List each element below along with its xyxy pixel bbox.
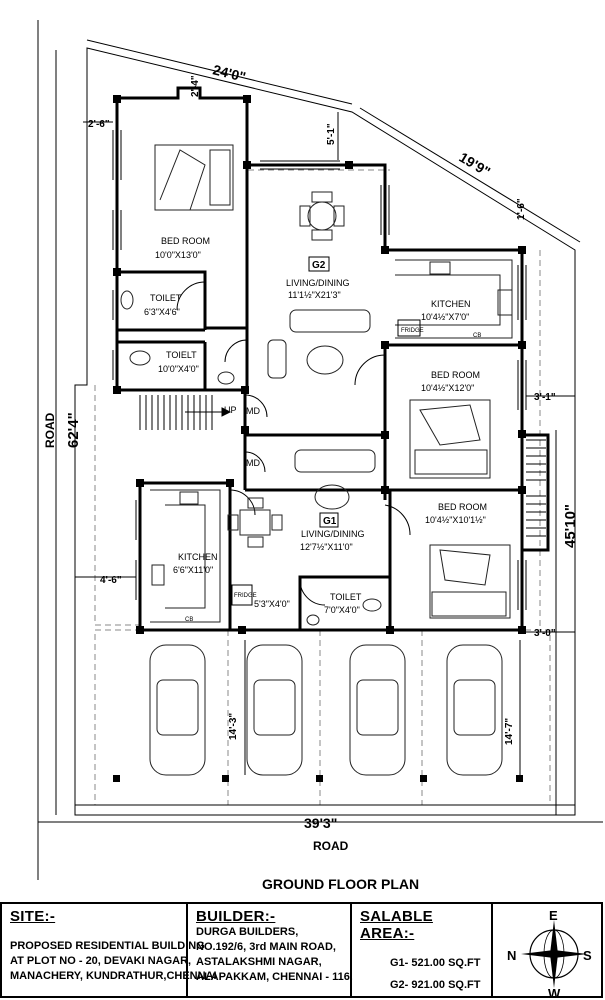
dim-parking-left: 14'-3": [228, 713, 239, 740]
car-4: [446, 644, 503, 776]
cb-label-g2: CB: [473, 333, 481, 339]
car-3: [349, 644, 406, 776]
toilet-fixtures: [120, 290, 382, 626]
dining-table-g1: [227, 497, 283, 548]
g2-badge: G2: [312, 260, 326, 271]
g1-badge: G1: [323, 516, 337, 527]
living1-name: LIVING/DINING: [301, 529, 365, 539]
fridge-box-g2: [397, 319, 421, 337]
doors: [176, 281, 411, 606]
plot-boundary: [74, 47, 576, 816]
dim-setback-left-mid: 4'-6": [100, 575, 122, 586]
kitchen2-size: 10'4½"X7'0": [421, 312, 469, 322]
dim-setback-right-mid: 3'-1": [534, 392, 556, 403]
site-heading: SITE:-: [10, 908, 56, 925]
living2-name: LIVING/DINING: [286, 278, 350, 288]
staircase: [139, 395, 232, 430]
area-heading: SALABLE AREA:-: [360, 908, 433, 942]
bed1-size: 10'0"X13'0": [155, 250, 201, 260]
fridge-label-g2: FRIDGE: [401, 328, 424, 334]
living1-size: 12'7½"X11'0": [300, 542, 353, 552]
car-1: [149, 644, 206, 776]
compass-icon: E N S W: [507, 908, 592, 998]
builder-heading: BUILDER:-: [196, 908, 276, 925]
area-line-g1: G1- 521.00 SQ.FT: [390, 957, 481, 969]
bed3-size: 10'4½"X10'1½": [425, 515, 486, 525]
kitchen2-name: KITCHEN: [431, 299, 471, 309]
builder-line-1: DURGA BUILDERS,: [196, 926, 299, 938]
plinth-outline: [94, 385, 140, 626]
site-line-1: PROPOSED RESIDENTIAL BUILDING: [10, 940, 205, 952]
kitchen1-size: 6'6"X11'0": [173, 565, 213, 575]
dim-left-depth: 62'4": [65, 412, 82, 448]
plan-title: GROUND FLOOR PLAN: [262, 876, 419, 892]
bed-3: [429, 544, 511, 619]
dimension-lines: [55, 39, 581, 815]
area-line-g2: G2- 921.00 SQ.FT: [390, 979, 481, 991]
road-left-label: ROAD: [43, 412, 57, 448]
car-2: [246, 644, 303, 776]
dim-setback-right-low: 3'-0": [534, 628, 556, 639]
dim-diag-width: 19'9": [456, 149, 493, 180]
dim-top-width: 24'0": [211, 61, 247, 85]
builder-cell: BUILDER:- DURGA BUILDERS, NO.192/6, 3rd …: [188, 904, 353, 996]
upper-outer-walls: [115, 86, 524, 492]
kitchen-counter-g2: [395, 259, 513, 339]
toilet3-name: TOILET: [330, 592, 362, 602]
sofa-g1: [294, 449, 376, 510]
dining-table-g2: [299, 191, 345, 241]
floor-plan-drawing: 24'0" 19'9" 62'4" ROAD 45'10" 39'3" ROAD…: [37, 20, 603, 892]
dim-setback-diag: 1'-6": [516, 198, 527, 220]
dim-setback-center-top: 5'-1": [326, 123, 337, 145]
toilet2-size: 10'0"X4'0": [158, 364, 199, 374]
sofa-g2: [267, 309, 371, 379]
builder-line-2: NO.192/6, 3rd MAIN ROAD,: [196, 941, 336, 953]
bed3-name: BED ROOM: [438, 502, 487, 512]
columns: [113, 95, 526, 782]
living2-size: 11'1½"X21'3": [288, 290, 341, 300]
site-line-3: MANACHERY, KUNDRATHUR,CHENNAI: [10, 970, 217, 982]
builder-line-3: ASTALAKSHMI NAGAR,: [196, 956, 322, 968]
toilet1-name: TOILET: [150, 293, 182, 303]
dim-setback-left-top: 2'-6": [88, 119, 110, 130]
site-line-2: AT PLOT NO - 20, DEVAKI NAGAR,: [10, 955, 192, 967]
md-label-upper: MD: [246, 406, 260, 416]
staircase-well: [522, 433, 550, 552]
stair-up-label: UP: [224, 405, 237, 415]
toilet2-name: TOIELT: [166, 350, 197, 360]
passage-size: 5'3"X4'0": [254, 599, 290, 609]
bed-1: [154, 144, 234, 211]
g1-badge-box: [319, 512, 339, 528]
bed2-size: 10'4½"X12'0": [421, 383, 474, 393]
compass-w: W: [548, 986, 561, 998]
dim-bottom-width: 39'3": [304, 815, 337, 831]
builder-line-4: ALAPAKKAM, CHENNAI - 116.: [196, 971, 353, 983]
compass-n: N: [507, 948, 516, 963]
road-bottom-label: ROAD: [313, 839, 349, 853]
dim-setback-top-left: 2'-4": [190, 75, 201, 97]
kitchen-counter-g1: [150, 489, 221, 623]
dim-right-depth: 45'10": [562, 504, 579, 548]
bed2-name: BED ROOM: [431, 370, 480, 380]
windows: [112, 130, 527, 610]
toilet3-size: 7'0"X4'0": [324, 605, 360, 615]
bed-2: [409, 399, 491, 479]
fridge-label-g1: FRIDGE: [234, 593, 257, 599]
compass-e: E: [549, 908, 558, 923]
site-cell: SITE:- PROPOSED RESIDENTIAL BUILDING AT …: [2, 904, 217, 996]
compass-s: S: [583, 948, 592, 963]
bed1-name: BED ROOM: [161, 236, 210, 246]
kitchen1-name: KITCHEN: [178, 552, 218, 562]
md-label-lower: MD: [246, 458, 260, 468]
g2-badge-box: [308, 256, 330, 272]
cb-label-g1: CB: [185, 617, 193, 623]
area-cell: SALABLE AREA:- G1- 521.00 SQ.FT G2- 921.…: [352, 904, 493, 996]
fridge-box-g1: [231, 584, 253, 606]
right-stair-treads: [526, 439, 546, 537]
title-block: SITE:- PROPOSED RESIDENTIAL BUILDING AT …: [0, 902, 603, 998]
toilet1-size: 6'3"X4'6": [144, 307, 180, 317]
parking-outline: [94, 629, 551, 806]
dim-parking-right: 14'-7": [504, 718, 515, 745]
